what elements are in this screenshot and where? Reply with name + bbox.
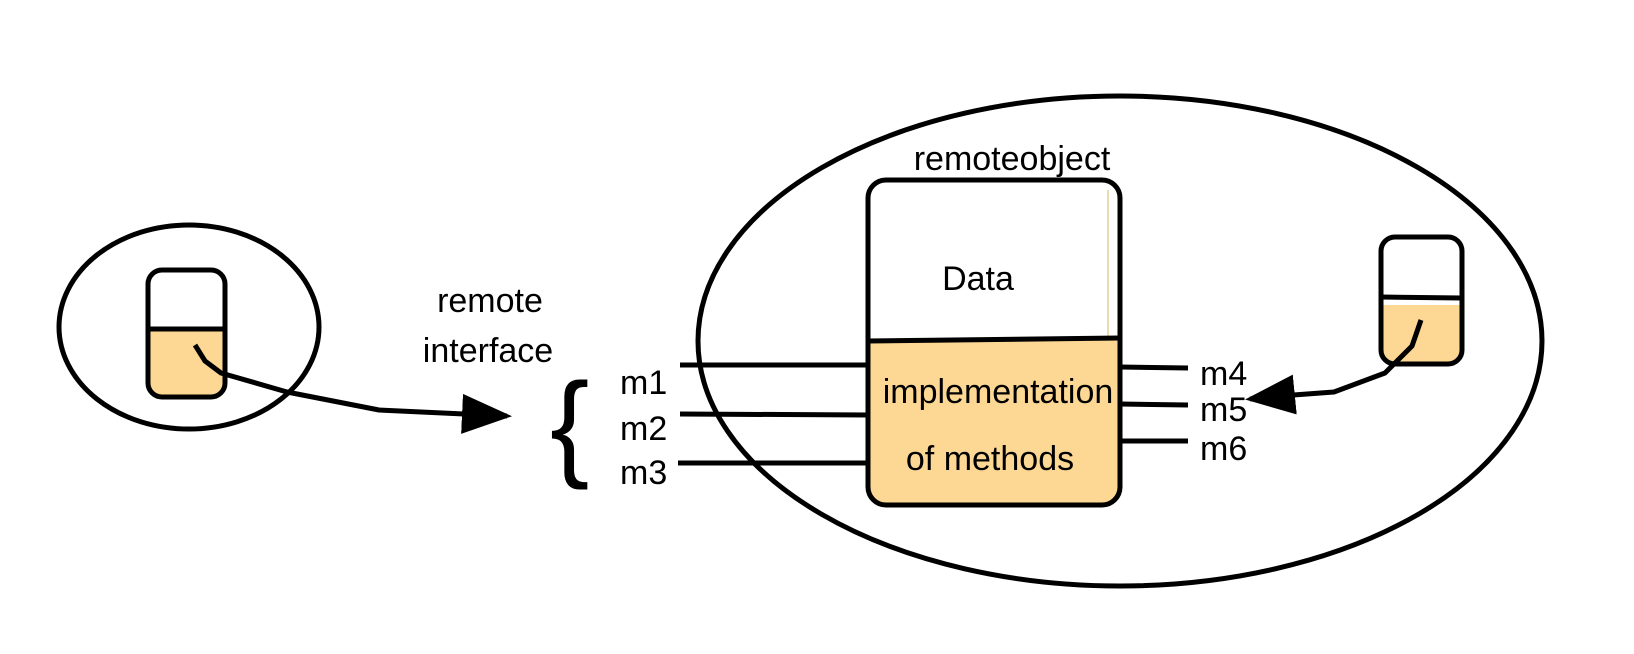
method-line-m5 bbox=[1119, 401, 1189, 408]
remote-object-box bbox=[865, 177, 1123, 508]
implementation-label-line1: implementation bbox=[883, 373, 1114, 411]
client-process-ellipse bbox=[56, 222, 322, 432]
server-process-ellipse bbox=[695, 93, 1545, 589]
method-label-m6: m6 bbox=[1200, 430, 1247, 468]
method-line-m2 bbox=[679, 411, 869, 418]
method-line-m4 bbox=[1119, 364, 1189, 371]
remote-object-label: remoteobject bbox=[914, 140, 1111, 178]
remote-interface-label-line2: interface bbox=[423, 332, 553, 370]
invocation-arrow bbox=[192, 343, 512, 434]
method-label-m1: m1 bbox=[620, 364, 667, 402]
method-label-m3: m3 bbox=[620, 454, 667, 492]
remote-interface-label-line1: remote bbox=[437, 282, 543, 320]
method-label-m4: m4 bbox=[1200, 355, 1247, 393]
local-invocation-arrow bbox=[1245, 319, 1424, 415]
data-label: Data bbox=[942, 260, 1014, 298]
method-label-m2: m2 bbox=[620, 410, 667, 448]
server-local-object-icon bbox=[1378, 234, 1465, 367]
method-label-m5: m5 bbox=[1200, 391, 1247, 429]
interface-brace: { bbox=[550, 359, 589, 491]
implementation-label-line2: of methods bbox=[906, 440, 1074, 478]
client-object-icon bbox=[145, 267, 228, 400]
